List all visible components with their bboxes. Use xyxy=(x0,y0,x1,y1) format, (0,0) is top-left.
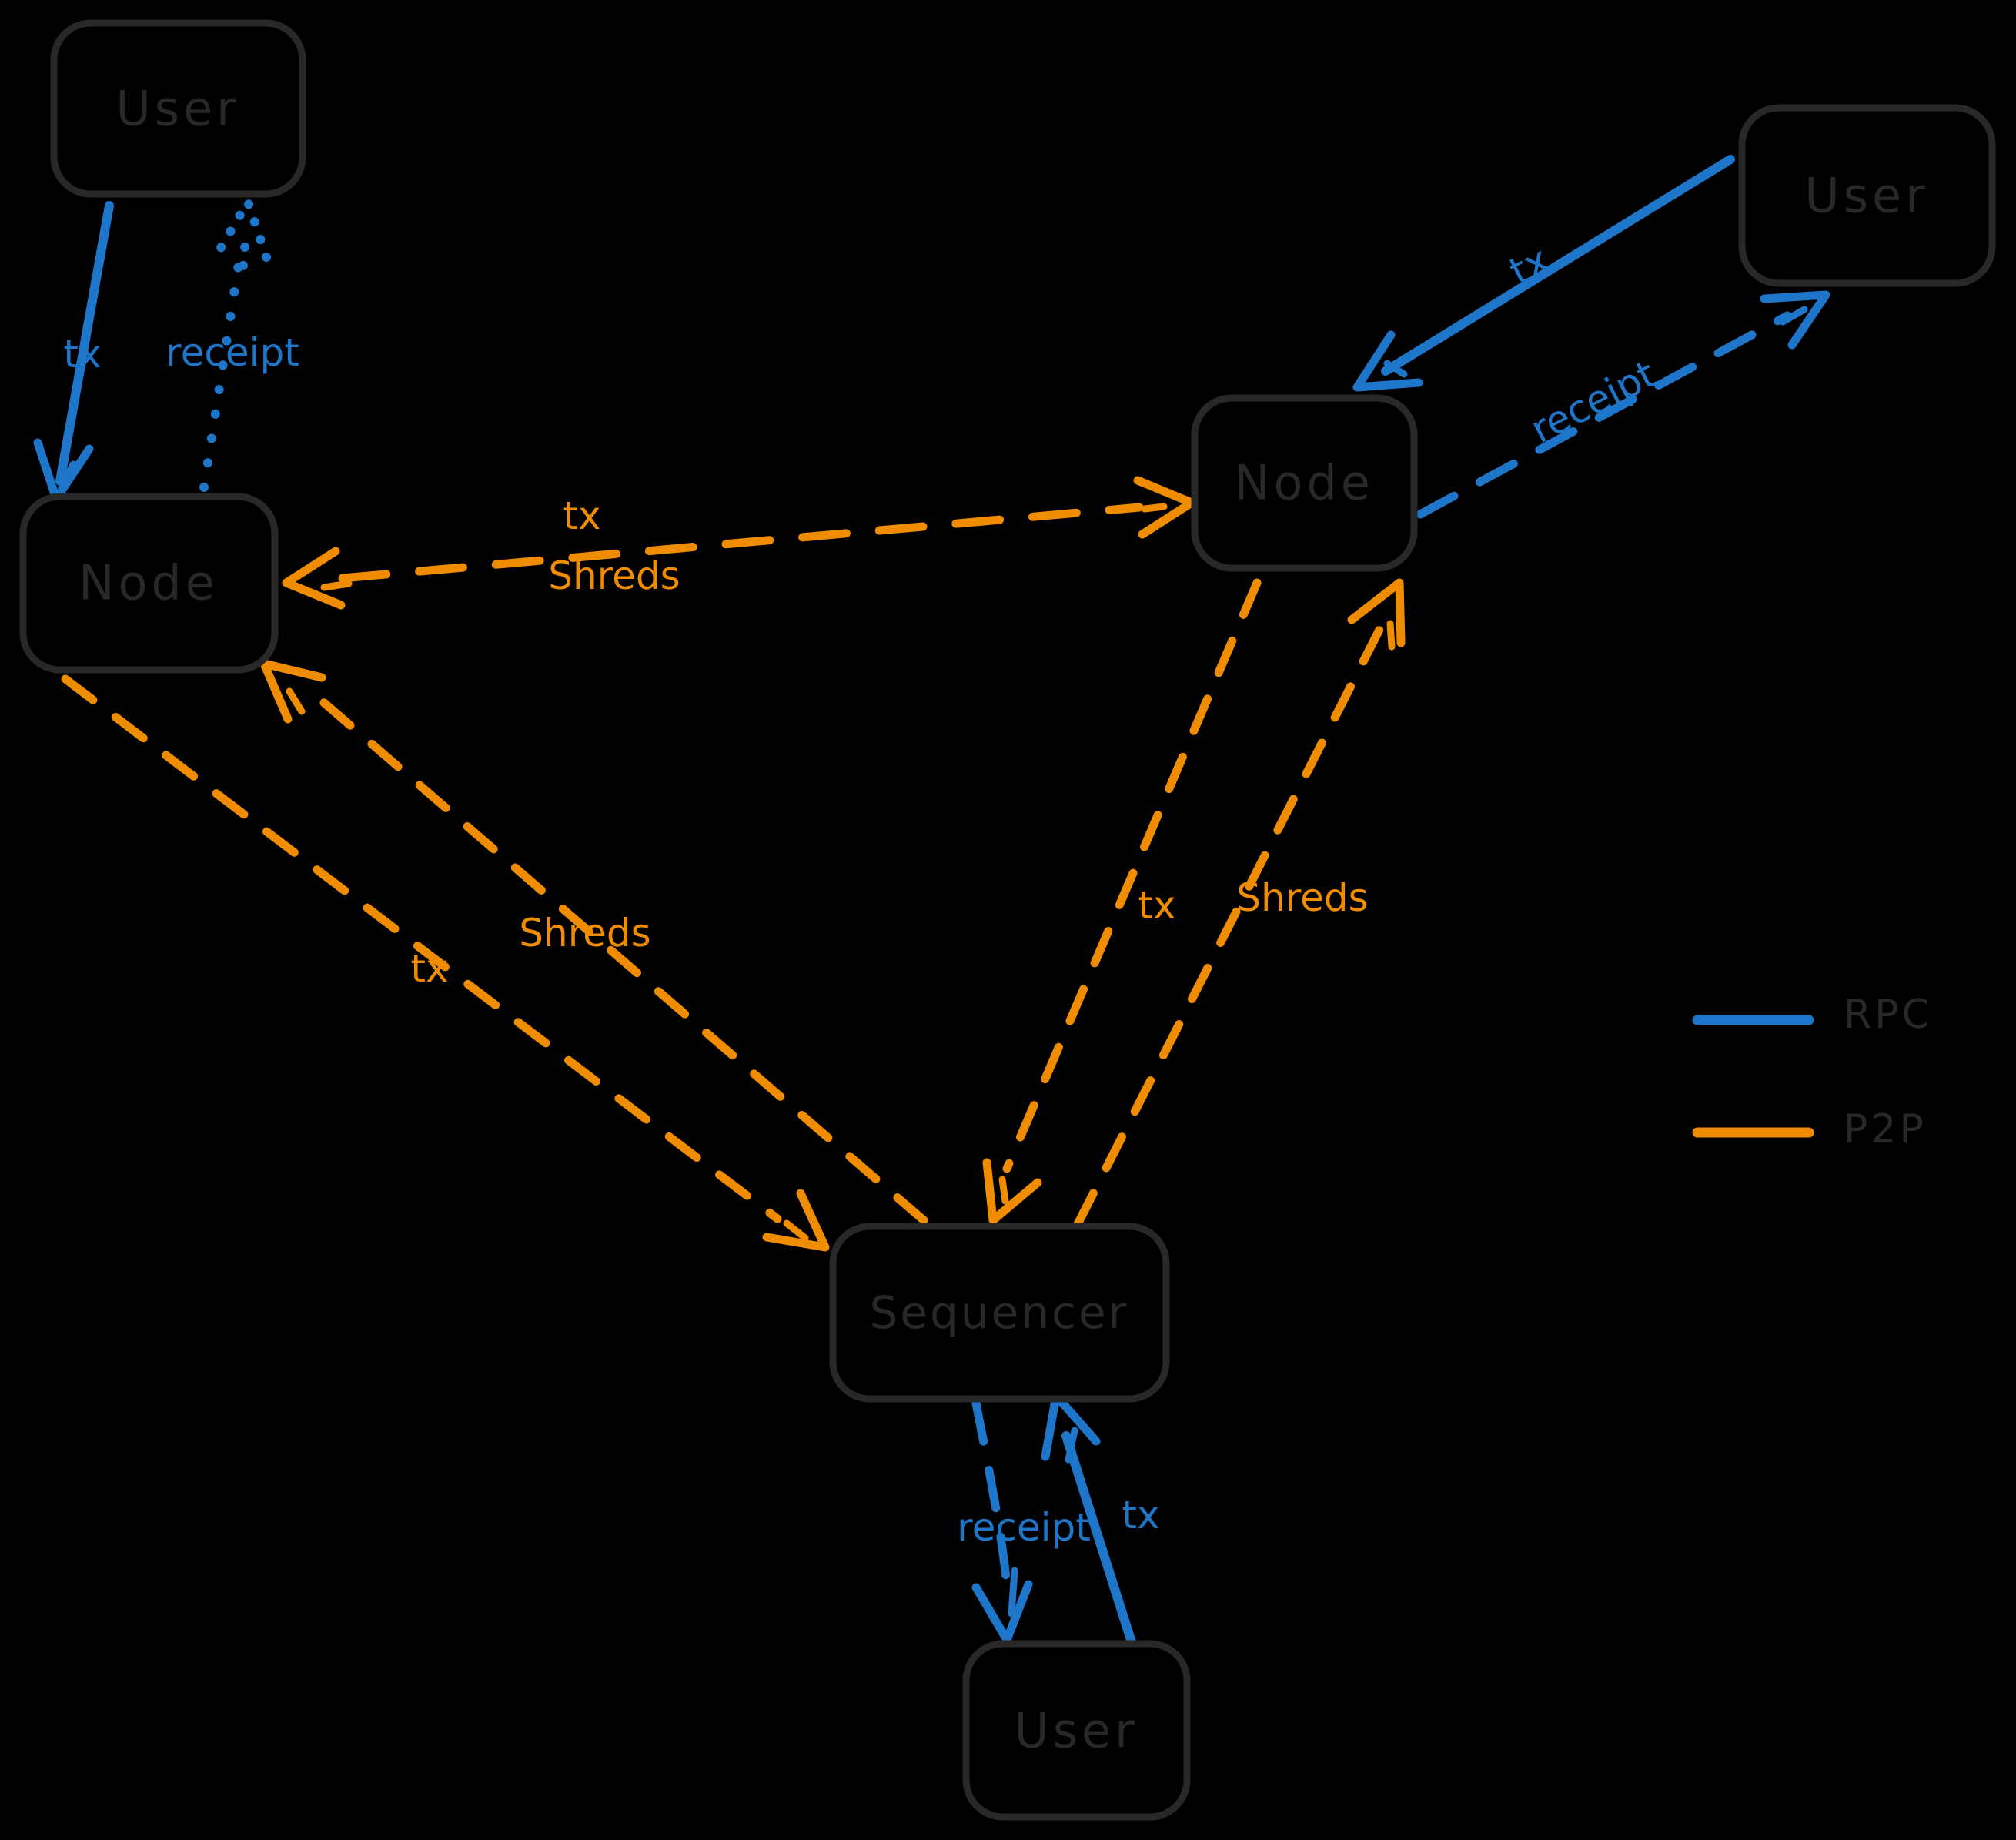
arrowhead xyxy=(971,1580,1033,1644)
node-label: User xyxy=(1014,1703,1138,1759)
node-user-top-right: User xyxy=(1738,104,1996,287)
edge-line xyxy=(338,503,1144,583)
node-label: User xyxy=(115,81,239,137)
edge-line xyxy=(1061,1431,1136,1647)
arrowhead-left-tick xyxy=(320,580,353,591)
edge-label-tx: tx xyxy=(410,946,448,991)
edge-node-left-to-sequencer-tx: tx xyxy=(61,674,830,1252)
arrowhead-tick xyxy=(1065,1427,1078,1464)
node-label: User xyxy=(1804,168,1928,224)
arrowhead-tick xyxy=(239,226,251,270)
arrowhead-tick xyxy=(783,1219,809,1242)
node-user-top-left: User xyxy=(50,19,306,198)
edge-label-tx: tx xyxy=(1503,237,1556,294)
arrowhead xyxy=(1347,578,1406,647)
arrowhead-tick xyxy=(998,1176,1009,1205)
node-node-left: Node xyxy=(19,493,279,674)
edge-label-shreds: Shreds xyxy=(519,911,650,955)
edge-sequencer-to-user-bottom-receipt: receipt xyxy=(957,1399,1091,1644)
edge-line xyxy=(971,1399,1011,1583)
edge-label-receipt: receipt xyxy=(1523,352,1663,453)
edge-line xyxy=(61,674,782,1223)
edge-line xyxy=(55,201,114,486)
edge-user-tl-to-node-tx: tx xyxy=(33,201,114,503)
node-node-middle: Node xyxy=(1191,394,1418,572)
edge-label-tx: tx xyxy=(1138,883,1175,928)
node-box xyxy=(829,1223,1170,1403)
arrowhead-right-tick xyxy=(1141,503,1168,513)
arrowhead xyxy=(982,1158,1042,1225)
node-label: Node xyxy=(1234,455,1374,511)
node-sequencer: Sequencer xyxy=(829,1223,1170,1403)
node-box xyxy=(1191,394,1418,572)
node-box xyxy=(19,493,279,674)
edge-line xyxy=(1002,578,1262,1173)
arrowhead-tick xyxy=(286,687,306,715)
edge-node-to-user-tr-receipt: receipt xyxy=(1416,290,1830,519)
legend-item-rpc: RPC xyxy=(1692,992,1933,1038)
node-box xyxy=(962,1640,1191,1821)
edge-node-node-tx-shreds: tx Shreds xyxy=(282,476,1196,610)
arrowhead xyxy=(215,197,271,262)
arrowhead xyxy=(1760,290,1830,350)
edge-label-receipt: receipt xyxy=(165,330,299,375)
legend-p2p-label: P2P xyxy=(1844,1106,1927,1153)
edge-line xyxy=(1073,625,1384,1229)
edge-sequencer-to-node-left-shreds: Shreds xyxy=(259,659,928,1225)
edge-label-shreds: Shreds xyxy=(548,554,680,598)
arrowhead-tick xyxy=(1386,620,1396,651)
edge-label-shreds: Shreds xyxy=(1236,875,1368,920)
edge-label-tx: tx xyxy=(1122,1493,1159,1537)
edge-node-middle-to-sequencer-tx: tx xyxy=(982,578,1262,1225)
edge-label-receipt: receipt xyxy=(957,1505,1091,1550)
legend: RPC P2P xyxy=(1692,992,1933,1153)
legend-rpc-label: RPC xyxy=(1844,992,1933,1038)
arrowhead-tick xyxy=(58,460,77,491)
edge-line xyxy=(302,683,928,1225)
edge-sequencer-to-node-middle-shreds: Shreds xyxy=(1073,578,1406,1229)
legend-item-p2p: P2P xyxy=(1692,1106,1927,1153)
arrowhead-tick xyxy=(1779,306,1808,326)
arrowhead-left xyxy=(282,547,346,610)
node-user-bottom: User xyxy=(962,1640,1191,1821)
node-label: Node xyxy=(79,555,219,611)
edge-label-tx: tx xyxy=(563,493,600,538)
edge-line xyxy=(1416,311,1792,519)
arrowhead-tick xyxy=(1008,1567,1018,1618)
edge-line xyxy=(1381,155,1735,376)
node-box xyxy=(50,19,306,198)
arrowhead xyxy=(762,1189,830,1252)
node-box xyxy=(1738,104,1996,287)
arrowhead-tick xyxy=(1383,360,1408,378)
node-label: Sequencer xyxy=(870,1286,1129,1339)
arrowhead xyxy=(1352,330,1423,392)
edge-user-tr-to-node-tx: tx xyxy=(1352,155,1735,392)
edge-node-to-user-tl-receipt: receipt xyxy=(165,197,299,492)
edge-line xyxy=(199,249,245,492)
edge-label-tx: tx xyxy=(63,332,101,376)
